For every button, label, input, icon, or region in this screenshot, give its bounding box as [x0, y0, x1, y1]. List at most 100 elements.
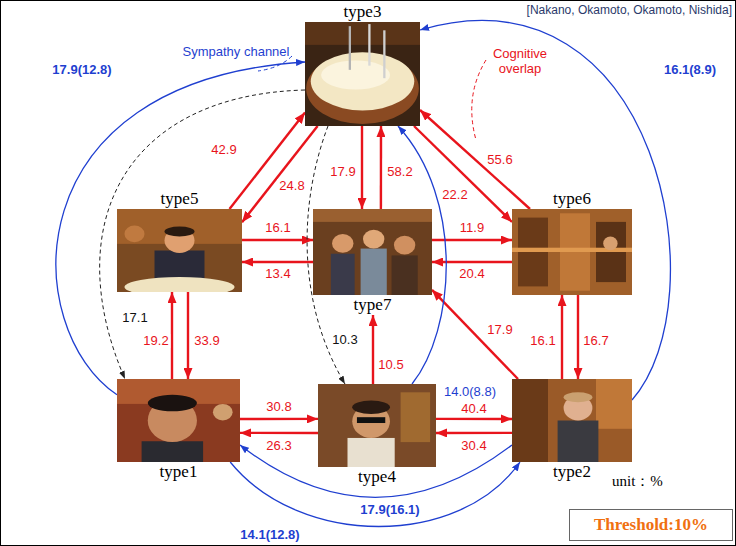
edge-label: 10.3	[330, 333, 359, 347]
photo-frame	[117, 209, 242, 292]
photo-shape	[603, 237, 617, 251]
scene-photo	[117, 209, 242, 292]
photo-ground	[305, 22, 420, 126]
sympathy-arrow	[230, 462, 520, 527]
scene-node: type5	[117, 189, 242, 292]
edge-label: 14.1(12.8)	[238, 528, 301, 542]
type-heading: type3	[305, 2, 420, 22]
overlap-arrow	[577, 295, 579, 379]
edge-label: 19.2	[141, 334, 170, 348]
photo-shape	[125, 277, 235, 292]
overlap-note: Cognitive overlap	[484, 46, 556, 76]
edge-label: 30.8	[264, 400, 293, 414]
threshold-box: Threshold:10%	[569, 509, 733, 541]
type-heading: type7	[313, 295, 432, 315]
photo-shape	[213, 404, 233, 421]
photo-frame	[318, 384, 436, 467]
sympathy-arrow	[56, 62, 305, 395]
photo-shape	[361, 249, 387, 295]
scene-photo	[305, 22, 420, 126]
type-heading: type6	[512, 189, 632, 209]
overlap-arrow	[372, 315, 374, 384]
photo-shape	[305, 22, 420, 45]
edge-label: 55.6	[485, 153, 514, 167]
photo-shape	[512, 379, 548, 462]
scene-node: type3	[305, 2, 420, 126]
photo-frame	[305, 22, 420, 126]
channel-note: Sympathy channel	[183, 44, 290, 59]
photo-shape	[313, 209, 432, 222]
edge-label: 16.1	[263, 221, 292, 235]
photo-frame	[512, 209, 632, 295]
photo-ground	[512, 209, 632, 295]
photo-shape	[352, 401, 390, 414]
overlap-arrow	[240, 432, 318, 435]
photo-shape	[148, 395, 197, 412]
edge-label: 17.9(16.1)	[358, 503, 421, 517]
photo-shape	[142, 441, 204, 462]
photo-shape	[368, 24, 370, 66]
photo-ground	[313, 209, 432, 295]
overlap-arrow	[171, 292, 173, 379]
photo-shape	[332, 234, 353, 253]
photo-ground	[117, 379, 240, 462]
overlap-arrow	[187, 292, 189, 379]
photo-shape	[394, 236, 415, 255]
type-heading: type4	[318, 467, 436, 487]
photo-shape	[357, 417, 385, 423]
photo-shape	[165, 226, 195, 236]
scene-photo	[313, 209, 432, 295]
scene-node: type7	[313, 209, 432, 315]
edge-label: 33.9	[192, 334, 221, 348]
dashed-arrow	[100, 90, 305, 379]
edge-label: 40.4	[459, 402, 488, 416]
sympathy-arrow	[420, 21, 670, 400]
photo-shape	[558, 421, 599, 463]
overlap-arrow	[361, 126, 363, 209]
type-heading: type5	[117, 189, 242, 209]
overlap-arrow	[561, 295, 563, 379]
overlap-arrow	[240, 418, 318, 421]
edge-label: 17.9(12.8)	[50, 63, 113, 77]
edge-label: 22.2	[440, 188, 469, 202]
scene-photo	[117, 379, 240, 462]
photo-shape	[125, 226, 145, 243]
type-heading: type1	[117, 462, 240, 482]
edge-label: 17.9	[328, 165, 357, 179]
photo-shape	[331, 254, 355, 295]
overlap-arrow	[380, 126, 383, 209]
overlap-arrow	[436, 432, 512, 435]
photo-shape	[311, 52, 415, 110]
overlap-arrow	[432, 290, 518, 379]
edge-label: 16.7	[581, 334, 610, 348]
overlap-arrow	[432, 261, 512, 263]
edge-label: 11.9	[458, 221, 486, 235]
photo-shape	[564, 392, 593, 402]
edge-label: 26.3	[264, 439, 293, 453]
edge-label: 13.4	[263, 267, 292, 281]
scene-node: type1	[117, 379, 240, 482]
scene-node: type2	[512, 379, 632, 482]
photo-ground	[318, 384, 436, 467]
citation: [Nakano, Okamoto, Okamoto, Nishida]	[527, 3, 732, 18]
edge-label: 17.9	[485, 323, 514, 337]
edge-label: 16.1(8.9)	[662, 63, 718, 77]
photo-frame	[512, 379, 632, 462]
edge-label: 10.5	[376, 358, 405, 372]
scene-node: type6	[512, 189, 632, 295]
photo-shape	[383, 30, 385, 78]
scene-photo	[318, 384, 436, 467]
edge-label: 58.2	[385, 165, 414, 179]
photo-shape	[363, 230, 384, 249]
photo-shape	[349, 26, 351, 70]
edge-label: 14.0(8.8)	[442, 385, 498, 399]
edge-label: 16.1	[528, 334, 557, 348]
overlap-arrow	[242, 126, 318, 222]
photo-ground	[512, 379, 632, 462]
edge-label: 30.4	[459, 439, 488, 453]
photo-frame	[313, 209, 432, 295]
scene-node: type4	[318, 384, 436, 487]
edge-label: 17.1	[120, 311, 149, 325]
